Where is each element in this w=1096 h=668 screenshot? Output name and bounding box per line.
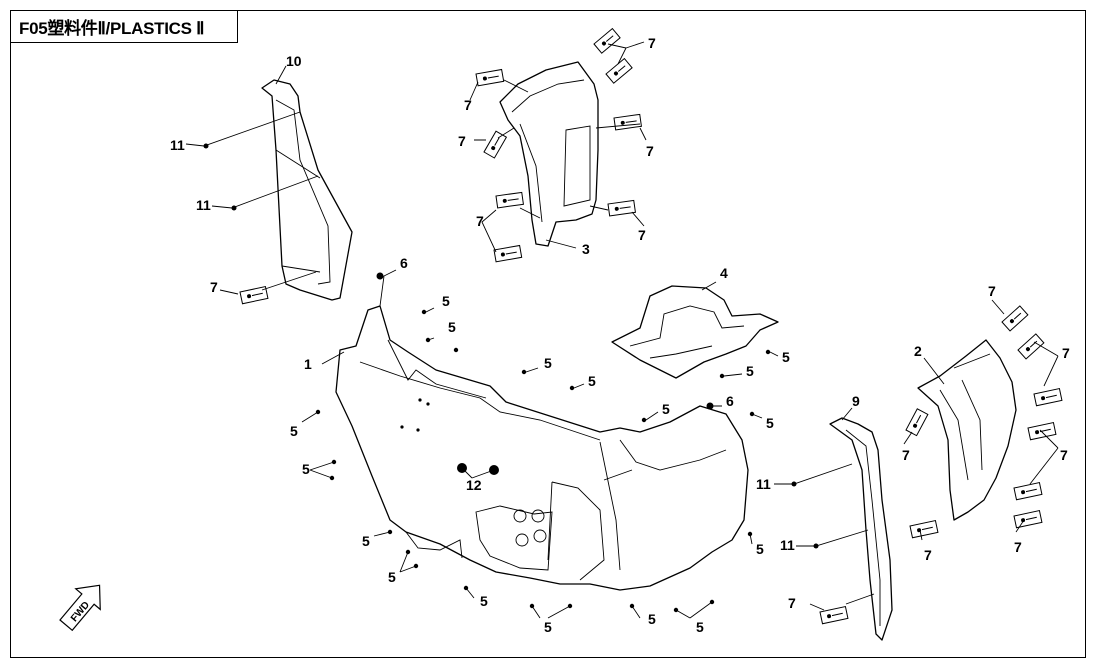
- callout-5m: 5: [480, 593, 488, 609]
- callout-5h: 5: [766, 415, 774, 431]
- part-10-side-panel: [261, 79, 353, 301]
- callout-7f: 7: [638, 227, 646, 243]
- callout-11a: 11: [170, 137, 185, 153]
- part-9-side-panel: [829, 417, 893, 641]
- callout-9: 9: [852, 393, 860, 409]
- callout-5i: 5: [290, 423, 298, 439]
- callout-1: 1: [304, 356, 312, 372]
- fwd-arrow-icon: FWD: [59, 584, 101, 632]
- callout-11d: 11: [780, 537, 795, 553]
- callout-4: 4: [720, 265, 728, 281]
- callout-7k: 7: [1060, 447, 1068, 463]
- callout-5a: 5: [442, 293, 450, 309]
- leader-lines: [185, 41, 1059, 619]
- callout-7m: 7: [1014, 539, 1022, 555]
- callout-2: 2: [914, 343, 922, 359]
- title-box: F05塑料件Ⅱ/PLASTICS Ⅱ: [10, 10, 238, 43]
- callout-3: 3: [582, 241, 590, 257]
- drawing-frame: [10, 10, 1086, 658]
- fastener-7-group: [239, 27, 1063, 625]
- callout-7l: 7: [924, 547, 932, 563]
- callout-7c: 7: [458, 133, 466, 149]
- callout-5n: 5: [544, 619, 552, 635]
- callout-5b: 5: [448, 319, 456, 335]
- callout-7h: 7: [988, 283, 996, 299]
- callout-7b: 7: [464, 97, 472, 113]
- callout-7i: 7: [1062, 345, 1070, 361]
- part-3-upper-panel: [499, 61, 599, 247]
- callout-12: 12: [466, 477, 482, 493]
- callout-5q: 5: [756, 541, 764, 557]
- callout-6b: 6: [726, 393, 734, 409]
- callout-7e: 7: [476, 213, 484, 229]
- callout-11c: 11: [756, 476, 771, 492]
- callout-5e: 5: [782, 349, 790, 365]
- callout-5c: 5: [544, 355, 552, 371]
- callout-10: 10: [286, 53, 302, 69]
- part-4-rack: [611, 285, 779, 379]
- callout-5j: 5: [302, 461, 310, 477]
- callout-labels: 1 2 3 4 6 6 9 10 12 11 11 11 11 7 7 7 7 …: [170, 35, 1070, 635]
- callout-7g: 7: [210, 279, 218, 295]
- callout-5k: 5: [362, 533, 370, 549]
- callout-6a: 6: [400, 255, 408, 271]
- callout-7j: 7: [902, 447, 910, 463]
- callout-11b: 11: [196, 197, 211, 213]
- callout-7d: 7: [646, 143, 654, 159]
- callout-7n: 7: [788, 595, 796, 611]
- part-1-main-panel: [335, 305, 749, 591]
- part-2-front-panel: [917, 339, 1017, 521]
- callout-7a: 7: [648, 35, 656, 51]
- callout-5g: 5: [662, 401, 670, 417]
- callout-5l: 5: [388, 569, 396, 585]
- callout-5o: 5: [648, 611, 656, 627]
- callout-5d: 5: [588, 373, 596, 389]
- callout-5f: 5: [746, 363, 754, 379]
- callout-5p: 5: [696, 619, 704, 635]
- page-title: F05塑料件Ⅱ/PLASTICS Ⅱ: [19, 19, 205, 38]
